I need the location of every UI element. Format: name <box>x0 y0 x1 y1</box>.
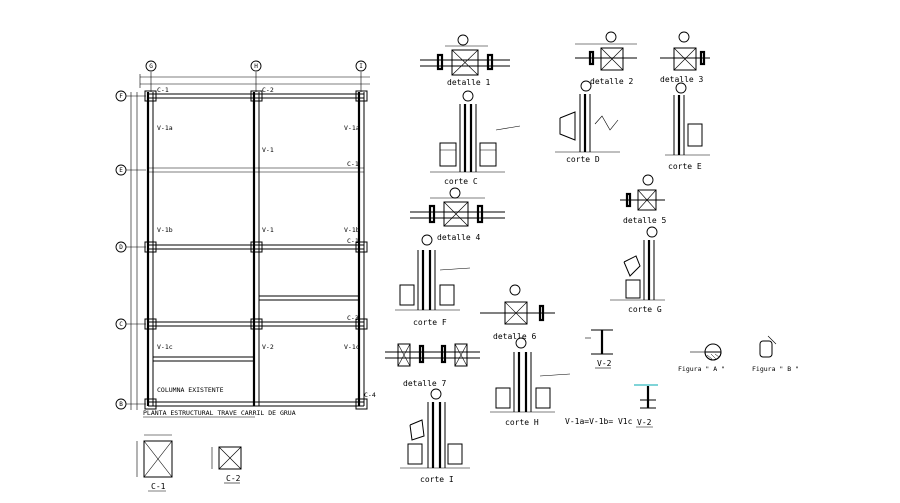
grid-label-g: G <box>149 63 153 70</box>
beam-tag: C-1 <box>347 237 359 245</box>
grid-label-f: F <box>119 93 123 100</box>
beam-tag: C-2 <box>262 86 274 94</box>
beam-tag: C-4 <box>364 391 376 399</box>
grid-label-b: B <box>119 401 123 408</box>
corte-f: corte F <box>395 234 471 327</box>
section-v2-a: V-2 <box>585 329 613 369</box>
grid-label-e: E <box>119 167 123 174</box>
section-c2: C-2 <box>211 446 242 484</box>
corte-caption: corte D <box>566 155 600 164</box>
beam-tag: V-1c <box>344 343 360 351</box>
grid-label-h: H <box>254 63 258 70</box>
grid-bubble-h <box>250 60 262 72</box>
beam-tag: C-3 <box>347 314 359 322</box>
corte-c: corte C <box>430 90 521 186</box>
beam-tag: V-1 <box>262 146 274 154</box>
corte-caption: corte G <box>628 305 662 314</box>
beam-tag: V-1a <box>344 124 360 132</box>
beam-equivalence-note: V-1a=V-1b= V1c <box>565 417 633 426</box>
detail-7: detalle 7 <box>385 343 480 388</box>
beam-tag: V-1b <box>344 226 360 234</box>
corte-caption: corte F <box>413 318 447 327</box>
beam-tag: V-2 <box>262 343 274 351</box>
section-c1: C-1 <box>136 434 173 492</box>
corte-caption: corte I <box>420 475 454 484</box>
corte-caption: corte C <box>444 177 478 186</box>
beam-tag: V-1a <box>157 124 173 132</box>
figure-a: Figura " A " <box>678 343 725 373</box>
corte-caption: corte H <box>505 418 539 427</box>
section-caption: C-2 <box>226 474 241 483</box>
corte-e: corte E <box>665 82 710 171</box>
structural-plan: G H I F E D C B <box>115 60 376 418</box>
detail-1: detalle 1 <box>420 34 510 87</box>
corte-g: corte G <box>610 226 665 314</box>
detail-caption: detalle 5 <box>623 216 667 225</box>
plan-note: COLUMNA EXISTENTE <box>157 386 224 394</box>
figure-b: Figura " B " <box>752 335 799 373</box>
detail-caption: detalle 1 <box>447 78 491 87</box>
corte-i: corte I <box>400 388 470 484</box>
detail-caption: detalle 3 <box>660 75 704 84</box>
figure-caption: Figura " A " <box>678 365 725 373</box>
detail-2: detalle 2 <box>575 31 637 86</box>
beam-tag: C-1 <box>347 160 359 168</box>
grid-bubble-i <box>355 60 367 72</box>
beam-tag: V-1 <box>262 226 274 234</box>
figure-caption: Figura " B " <box>752 365 799 373</box>
corte-caption: corte E <box>668 162 702 171</box>
beam-tag: C-1 <box>157 86 169 94</box>
detail-3: detalle 3 <box>660 31 710 84</box>
corte-h: corte H <box>490 337 571 427</box>
section-v2-b: V-2 <box>634 384 658 428</box>
section-caption: V-2 <box>637 418 652 427</box>
beam-tag: V-1b <box>157 226 173 234</box>
beam-tag: V-1c <box>157 343 173 351</box>
corte-d: corte D <box>555 80 620 164</box>
section-caption: C-1 <box>151 482 166 491</box>
grid-label-i: I <box>359 63 363 70</box>
grid-label-d: D <box>119 244 123 251</box>
grid-label-c: C <box>119 321 123 328</box>
detail-5: detalle 5 <box>620 174 667 225</box>
detail-caption: detalle 4 <box>437 233 481 242</box>
detail-caption: detalle 6 <box>493 332 537 341</box>
grid-bubble-g <box>145 60 157 72</box>
detail-caption: detalle 2 <box>590 77 634 86</box>
detail-caption: detalle 7 <box>403 379 447 388</box>
detail-6: detalle 6 <box>480 284 555 341</box>
detail-4: detalle 4 <box>410 187 505 242</box>
section-caption: V-2 <box>597 359 612 368</box>
plan-title: PLANTA ESTRUCTURAL TRAVE CARRIL DE GRUA <box>143 409 296 417</box>
